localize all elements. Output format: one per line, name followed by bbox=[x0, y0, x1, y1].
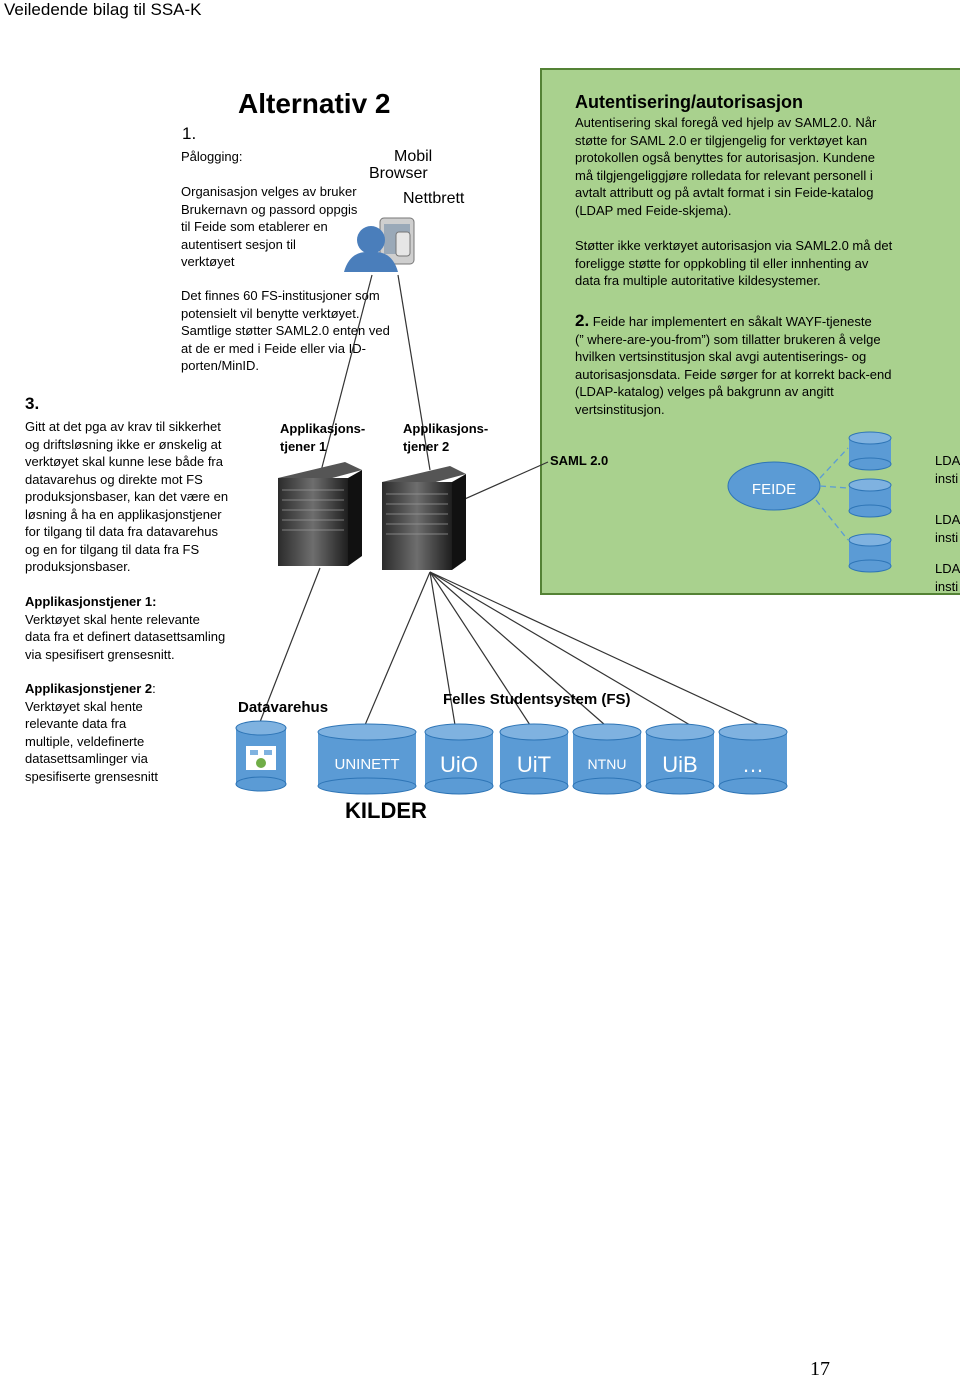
source-label-more: … bbox=[742, 752, 764, 777]
app-server-1-note: Applikasjonstjener 1: Verktøyet skal hen… bbox=[25, 594, 226, 662]
ldap-cylinder-2 bbox=[848, 478, 892, 518]
connector-server2-sources bbox=[364, 571, 761, 726]
device-label-mobil: Mobil bbox=[394, 148, 433, 165]
ldap-label-1: LDAPinsti bbox=[935, 453, 960, 486]
fs-title: Felles Studentsystem (FS) bbox=[443, 691, 631, 708]
step1-number: 1. bbox=[182, 124, 197, 143]
source-label-ntnu: NTNU bbox=[588, 756, 627, 772]
server-1-label: Applikasjons-tjener 1 bbox=[280, 421, 366, 454]
app-server-2-note: Applikasjonstjener 2: Verktøyet skal hen… bbox=[25, 681, 158, 784]
source-label-uit: UiT bbox=[517, 752, 551, 777]
server-1-icon bbox=[278, 462, 362, 566]
auth-paragraph-1: Autentisering skal foregå ved hjelp av S… bbox=[575, 115, 877, 218]
datavarehus-label: Datavarehus bbox=[238, 699, 329, 716]
ldap-label-2: LDAPinsti bbox=[935, 512, 960, 545]
connector-server1-datavarehus bbox=[259, 567, 321, 723]
auth-paragraph-2: Støtter ikke verktøyet autorisasjon via … bbox=[575, 238, 893, 288]
source-cylinder-uit bbox=[499, 723, 569, 795]
device-label-browser: Browser bbox=[369, 165, 428, 182]
ldap-cylinder-1 bbox=[848, 431, 892, 471]
auth-panel-title: Autentisering/autorisasjon bbox=[575, 92, 804, 112]
saml-label: SAML 2.0 bbox=[550, 453, 609, 468]
source-cylinder-uio bbox=[424, 723, 494, 795]
datavarehus-cylinder bbox=[235, 720, 287, 792]
feide-ldap-connectors bbox=[815, 447, 849, 541]
auth-paragraph-3: 2. Feide har implementert en såkalt WAYF… bbox=[575, 311, 892, 417]
step3-number: 3. bbox=[25, 394, 40, 413]
feide-label: FEIDE bbox=[752, 481, 796, 498]
source-cylinder-ntnu bbox=[572, 723, 642, 795]
connector-devices-server1 bbox=[319, 274, 373, 476]
connector-devices-server2 bbox=[397, 274, 431, 471]
diagram-title: Alternativ 2 bbox=[238, 88, 391, 119]
server-2-label: Applikasjons-tjener 2 bbox=[403, 421, 489, 454]
source-cylinder-more bbox=[718, 723, 788, 795]
server-2-icon bbox=[382, 466, 466, 570]
ldap-label-3: LDAPinsti bbox=[935, 561, 960, 594]
source-cylinder-uib bbox=[645, 723, 715, 795]
source-label-uib: UiB bbox=[662, 752, 697, 777]
ldap-cylinder-3 bbox=[848, 533, 892, 573]
page-header: Veiledende bilag til SSA-K bbox=[4, 0, 202, 19]
device-label-nettbrett: Nettbrett bbox=[403, 190, 465, 207]
step1-label: Pålogging: bbox=[181, 149, 243, 164]
source-label-uio: UiO bbox=[440, 752, 478, 777]
source-label-uninett: UNINETT bbox=[335, 756, 400, 773]
source-cylinder-uninett bbox=[317, 723, 417, 795]
page-number: 17 bbox=[810, 1358, 830, 1380]
user-devices-icon bbox=[344, 217, 415, 272]
kilder-label: KILDER bbox=[345, 798, 427, 823]
